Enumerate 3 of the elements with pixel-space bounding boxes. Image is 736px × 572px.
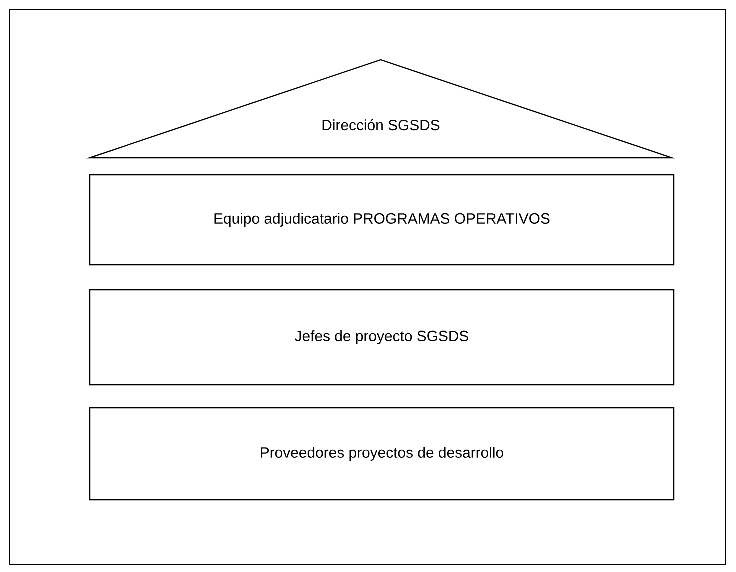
level-box: Proveedores proyectos de desarrollo	[89, 407, 675, 501]
level-box: Equipo adjudicatario PROGRAMAS OPERATIVOS	[89, 174, 675, 266]
level-box: Jefes de proyecto SGSDS	[89, 289, 675, 386]
